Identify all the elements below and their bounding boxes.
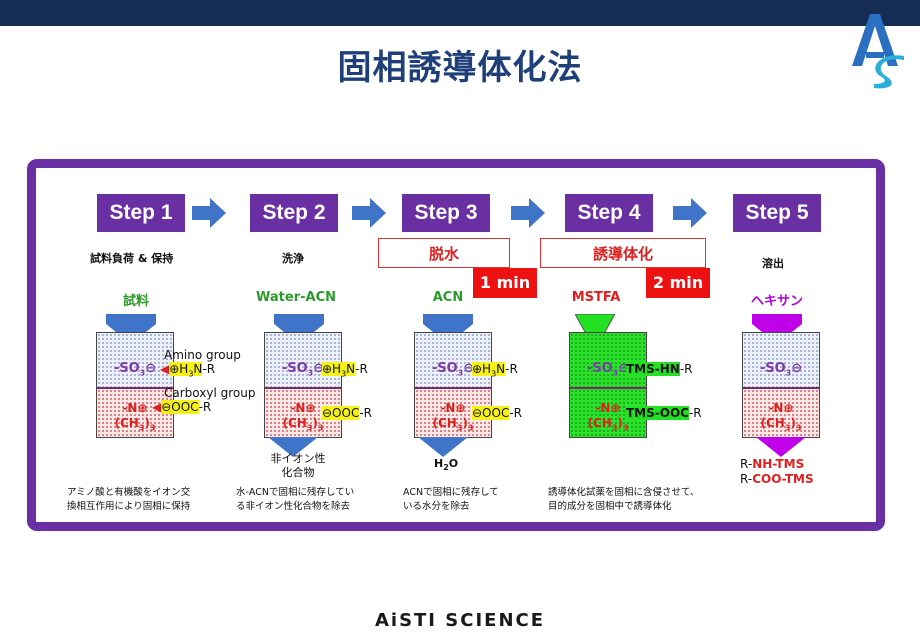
solvent-label: MSTFA xyxy=(571,290,621,305)
nonionic-compounds-label: 非イオン性化合物 xyxy=(270,452,326,479)
aisti-logo xyxy=(852,14,904,89)
solvent-label: ヘキサン xyxy=(750,294,803,309)
carboxylate-species: ◀⊖OOC-R xyxy=(152,400,212,414)
eluate-arrow-icon xyxy=(268,437,318,457)
step-1-note: アミノ酸と有機酸をイオン交換相互作用により固相に保持 xyxy=(67,487,191,512)
sulfonate-label: -SO3⊖ xyxy=(759,361,803,378)
ammonium-label: -N⊕(CH3)3 xyxy=(587,401,629,433)
amino-group-label: Amino group xyxy=(164,348,241,362)
spe-column: -SO3⊖ -N⊕(CH3)3 xyxy=(742,332,820,438)
step-arrow-icon xyxy=(673,198,707,228)
step-arrow-icon xyxy=(511,198,545,228)
step-2-note: 水-ACNで固相に残存している非イオン性化合物を除去 xyxy=(236,487,355,512)
solvent-label: Water-ACN xyxy=(256,290,336,305)
step-1-caption: 試料負荷 & 保持 xyxy=(90,252,174,265)
step-5-box: Step 5 xyxy=(733,194,821,232)
step-3-note: ACNで固相に残存している水分を除去 xyxy=(403,487,499,512)
solvent-input-arrow-icon xyxy=(423,314,473,344)
ammonium-label: -N⊕(CH3)3 xyxy=(282,401,324,433)
phase-dehydration: 脱水 xyxy=(378,238,510,268)
carboxylate-species: ⊖OOC-R xyxy=(472,406,522,420)
top-banner xyxy=(0,0,920,26)
page-title: 固相誘導体化法 xyxy=(337,48,583,88)
amine-species: ⊕H3N-R xyxy=(322,362,368,379)
solvent-input-arrow-icon xyxy=(106,314,156,344)
step-4-box: Step 4 xyxy=(565,194,653,232)
ammonium-label: -N⊕(CH3)3 xyxy=(760,401,802,433)
step-4-note: 誘導体化試薬を固相に含侵させて、目的成分を固相中で誘導体化 xyxy=(548,487,700,512)
ammonium-label: -N⊕(CH3)3 xyxy=(114,401,156,433)
solvent-input-arrow-icon xyxy=(752,314,802,344)
ammonium-label: -N⊕(CH3)3 xyxy=(432,401,474,433)
time-badge-2: 2 min xyxy=(646,268,710,298)
step-arrow-icon xyxy=(192,198,226,228)
sulfonate-label: -SO3⊖ xyxy=(431,361,475,378)
spe-column: -SO3⊖ -N⊕(CH3)3 xyxy=(96,332,174,438)
amine-species: ◀⊕H3N-R xyxy=(160,362,216,379)
eluate-arrow-icon xyxy=(756,437,806,457)
water-label: H2O xyxy=(434,457,459,473)
spe-column-derivatized: -SO3⊖ -N⊕(CH3)3 xyxy=(569,332,647,438)
tms-amine-species: TMS-HN-R xyxy=(626,362,693,376)
sulfonate-label: -SO3⊖ xyxy=(281,361,325,378)
solvent-input-arrow-icon xyxy=(274,314,324,344)
time-badge-1: 1 min xyxy=(473,268,537,298)
step-5-caption: 溶出 xyxy=(762,257,784,270)
spe-column: -SO3⊖ -N⊕(CH3)3 xyxy=(264,332,342,438)
sulfonate-label: -SO3⊖ xyxy=(586,361,630,378)
amine-species: ⊕H3N-R xyxy=(472,362,518,379)
step-2-caption: 洗浄 xyxy=(282,252,304,265)
carboxylate-species: ⊖OOC-R xyxy=(322,406,372,420)
solvent-label: ACN xyxy=(432,290,464,305)
carboxyl-group-label: Carboxyl group xyxy=(164,386,256,400)
step-2-box: Step 2 xyxy=(250,194,338,232)
step-1-box: Step 1 xyxy=(97,194,185,232)
step-arrow-icon xyxy=(352,198,386,228)
eluate-arrow-icon xyxy=(418,437,468,457)
spe-column: -SO3⊖ -N⊕(CH3)3 xyxy=(414,332,492,438)
sulfonate-label: -SO3⊖ xyxy=(113,361,157,378)
solvent-label: 試料 xyxy=(122,294,149,309)
footer-brand: AiSTI SCIENCE xyxy=(374,610,546,631)
tms-ester-species: TMS-OOC-R xyxy=(626,406,702,420)
step-3-box: Step 3 xyxy=(402,194,490,232)
phase-derivatization: 誘導体化 xyxy=(540,238,706,268)
